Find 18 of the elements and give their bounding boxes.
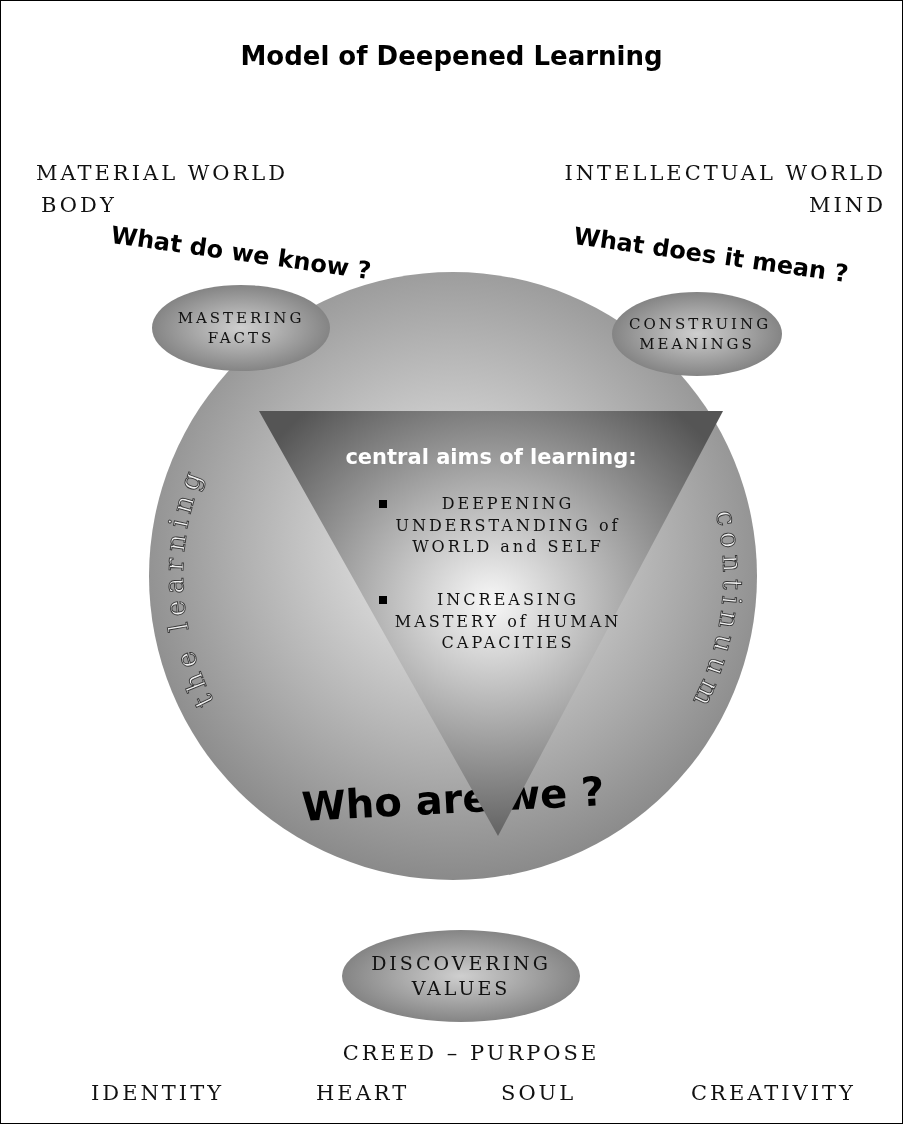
bullet-text: INCREASING MASTERY of HUMAN CAPACITIES xyxy=(393,589,623,654)
ellipse-label: CONSTRUING MEANINGS xyxy=(629,314,765,354)
heading: central aims of learning: xyxy=(344,445,638,469)
label: INTELLECTUAL WORLD xyxy=(563,161,886,185)
label: BODY xyxy=(41,193,117,217)
label: MATERIAL WORLD xyxy=(36,161,289,185)
label: SOUL xyxy=(501,1081,577,1105)
ellipse-label: DISCOVERING VALUES xyxy=(370,951,552,1001)
label: HEART xyxy=(316,1081,410,1105)
label: CREATIVITY xyxy=(691,1081,856,1105)
label: IDENTITY xyxy=(91,1081,224,1105)
bullet-text: DEEPENING UNDERSTANDING of WORLD and SELF xyxy=(394,493,622,558)
ellipse-label: MASTERING FACTS xyxy=(176,308,306,348)
question-heading: What do we know ? xyxy=(108,219,374,288)
diagram-title: Model of Deepened Learning xyxy=(239,41,664,71)
question-heading: What does it mean ? xyxy=(570,220,852,290)
label: MIND xyxy=(808,193,886,217)
label: CREED – PURPOSE xyxy=(341,1041,601,1065)
